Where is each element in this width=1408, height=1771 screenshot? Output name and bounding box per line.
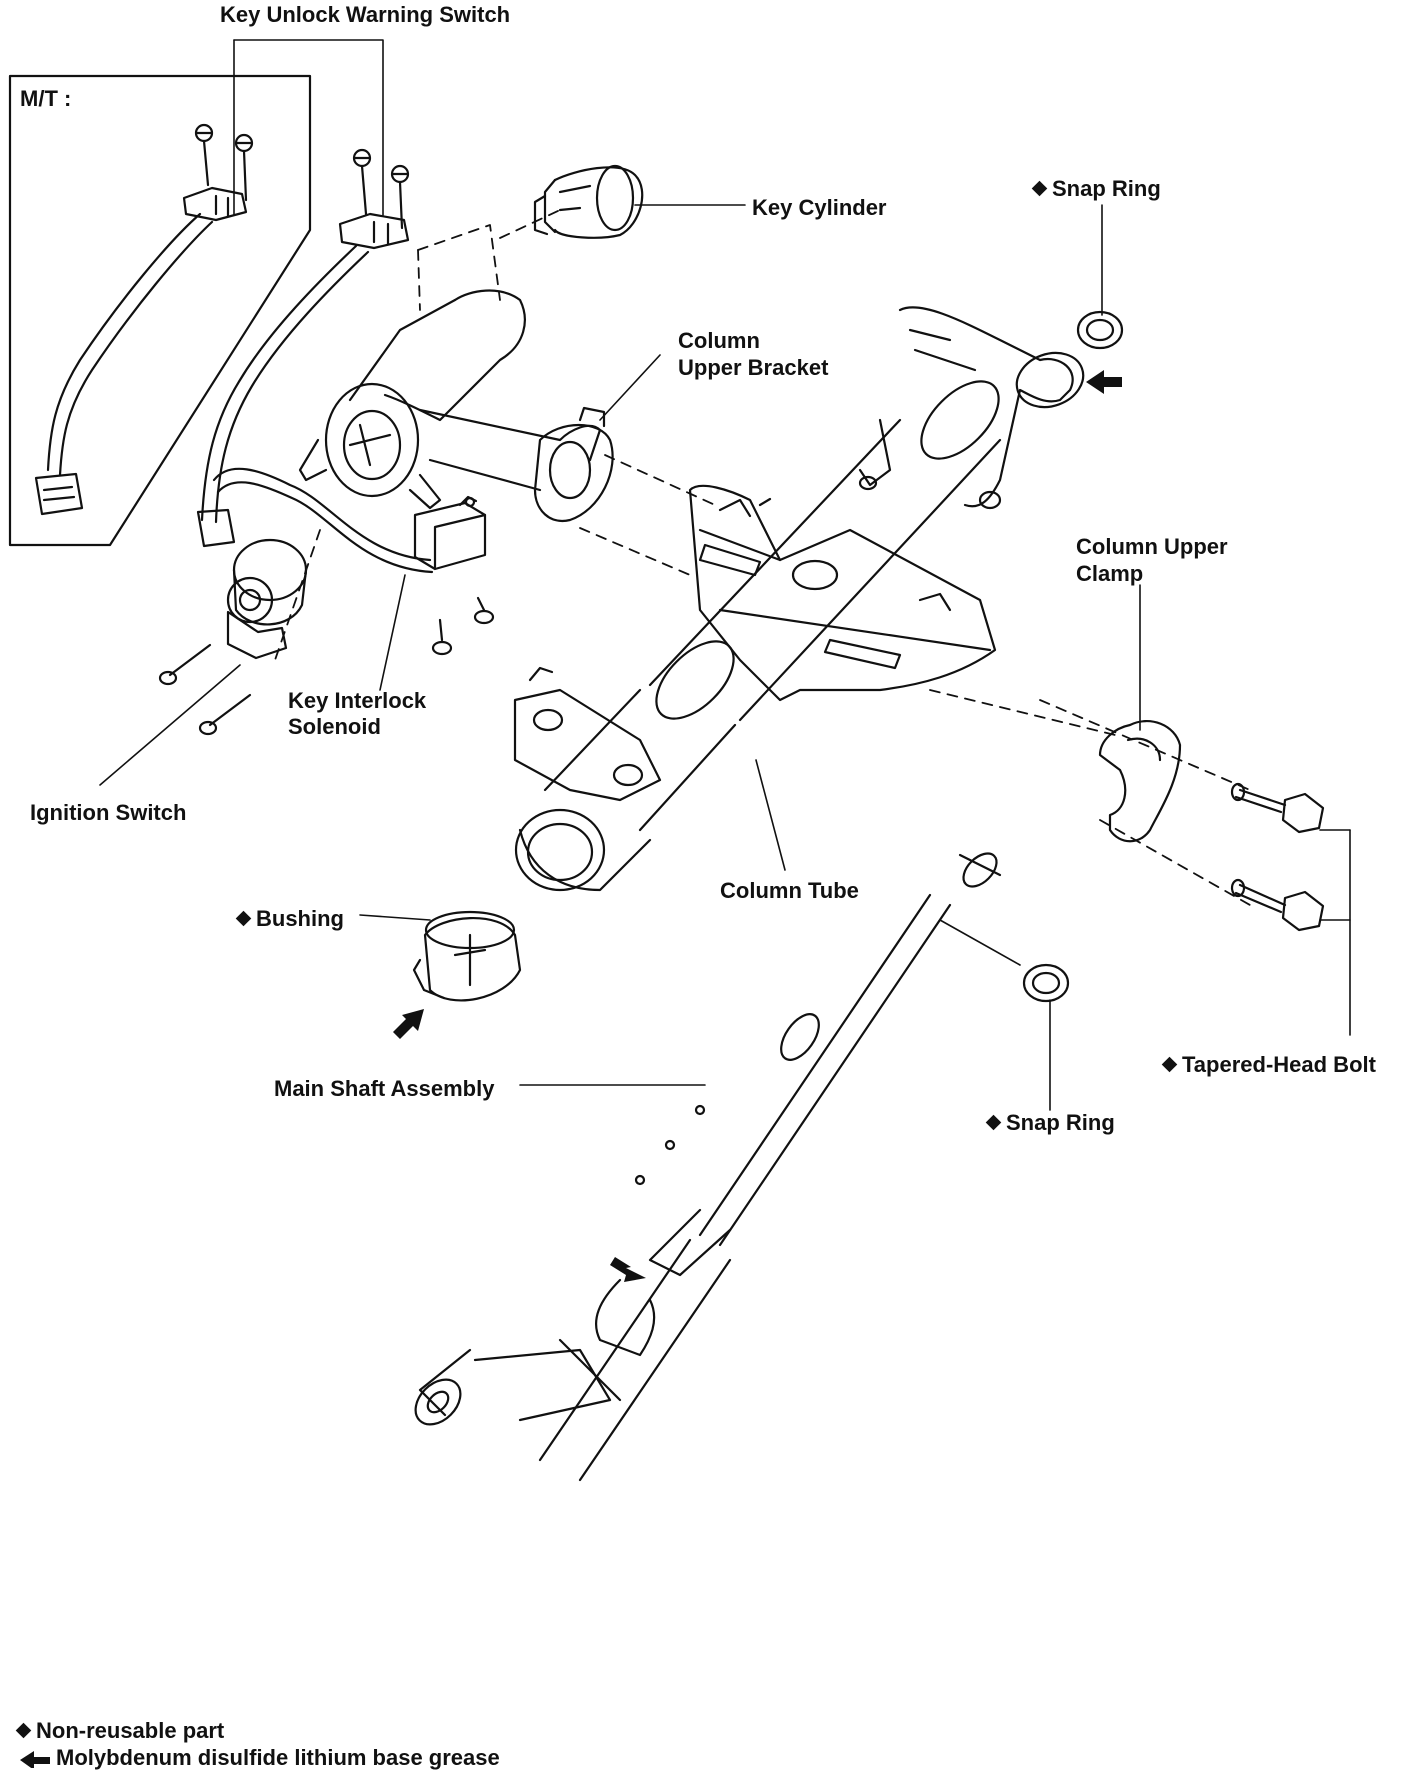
label-key-interlock-solenoid-2: Solenoid bbox=[288, 714, 381, 739]
bushing-shape bbox=[412, 910, 522, 1002]
column-upper-bracket-housing bbox=[298, 289, 614, 523]
assembly-guide-lines bbox=[274, 209, 1251, 906]
non-reusable-diamond-icon bbox=[1161, 1056, 1178, 1073]
grease-arrow-bushing bbox=[393, 1009, 424, 1039]
legend-grease-arrow bbox=[20, 1751, 50, 1768]
grease-arrow-shaft bbox=[610, 1257, 646, 1282]
grease-arrow-top-right bbox=[1086, 370, 1122, 394]
label-key-cylinder: Key Cylinder bbox=[752, 195, 887, 220]
key-cylinder bbox=[533, 164, 644, 239]
label-main-shaft-assembly: Main Shaft Assembly bbox=[274, 1076, 495, 1101]
mt-box-label: M/T : bbox=[20, 86, 72, 111]
label-key-interlock-solenoid-1: Key Interlock bbox=[288, 688, 427, 713]
snap-ring-bottom-shape bbox=[1022, 963, 1070, 1003]
column-tube bbox=[513, 306, 1085, 892]
legend-grease: Molybdenum disulfide lithium base grease bbox=[56, 1745, 500, 1770]
ignition-switch bbox=[158, 538, 308, 736]
label-column-upper-clamp-1: Column Upper bbox=[1076, 534, 1228, 559]
key-unlock-warning-switch bbox=[196, 148, 434, 574]
main-shaft-assembly bbox=[414, 852, 1002, 1482]
label-column-upper-clamp-2: Clamp bbox=[1076, 561, 1144, 586]
label-column-upper-bracket-1: Column bbox=[678, 328, 760, 353]
label-snap-ring-bottom: Snap Ring bbox=[985, 1110, 1115, 1135]
tapered-head-bolt-2 bbox=[1230, 878, 1325, 932]
mt-screw-2 bbox=[234, 133, 254, 202]
non-reusable-diamond-icon bbox=[235, 910, 252, 927]
label-column-tube: Column Tube bbox=[720, 878, 859, 903]
label-column-upper-bracket-2: Upper Bracket bbox=[678, 355, 829, 380]
column-upper-clamp bbox=[1098, 720, 1182, 843]
non-reusable-diamond-icon bbox=[1031, 180, 1048, 197]
label-tapered-head-bolt: Tapered-Head Bolt bbox=[1161, 1052, 1376, 1077]
key-interlock-solenoid bbox=[413, 495, 495, 656]
mt-screw-1 bbox=[194, 123, 214, 187]
non-reusable-diamond-icon bbox=[985, 1114, 1002, 1131]
leader-lines bbox=[99, 39, 1351, 1111]
legend-non-reusable: Non-reusable part bbox=[15, 1718, 224, 1744]
label-key-unlock-warning-switch: Key Unlock Warning Switch bbox=[220, 2, 511, 27]
snap-ring-top-shape bbox=[1076, 310, 1124, 350]
non-reusable-diamond-icon bbox=[15, 1722, 32, 1739]
mt-inset-box bbox=[8, 74, 312, 547]
label-snap-ring-top: Snap Ring bbox=[1031, 176, 1161, 201]
label-ignition-switch: Ignition Switch bbox=[30, 800, 187, 825]
tapered-head-bolt-1 bbox=[1230, 782, 1325, 834]
label-bushing: Bushing bbox=[235, 906, 344, 931]
